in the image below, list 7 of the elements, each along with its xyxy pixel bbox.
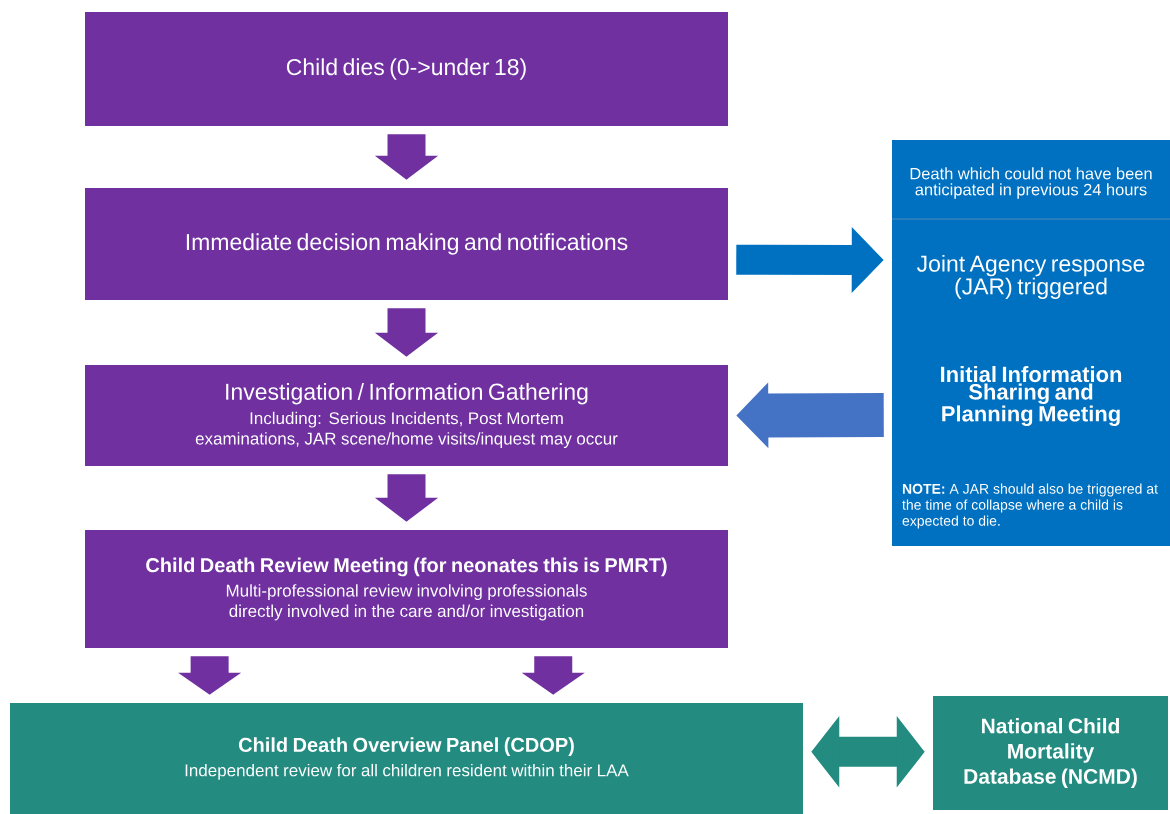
response-box: Death which could not have been anticipated in previous 24 hours Joint Agency response (JAR) triggered Initial Information Sharing and Planning Meeting NOTE: A JAR should also be triggered at the time of collapse where a child is expected to die. <box>891 140 1170 546</box>
process-box: Investigation / Information Gathering Including: Serious Incidents, Post Mortem examinations, JAR scene/home visits/inquest may occur <box>85 365 728 466</box>
process-box: Child Death Review Meeting (for neonates this is PMRT) Multi-professional review involving professionals directly involved in the care and/or investigation <box>85 530 728 648</box>
panel-box: Child Death Overview Panel (CDOP) Independent review for all children resident within their LAA <box>10 703 803 814</box>
process-box: Immediate decision making and notifications <box>85 188 728 300</box>
database-box: National Child Mortality Database (NCMD) <box>933 696 1168 810</box>
process-box: Child dies (0->under 18) <box>85 12 728 126</box>
